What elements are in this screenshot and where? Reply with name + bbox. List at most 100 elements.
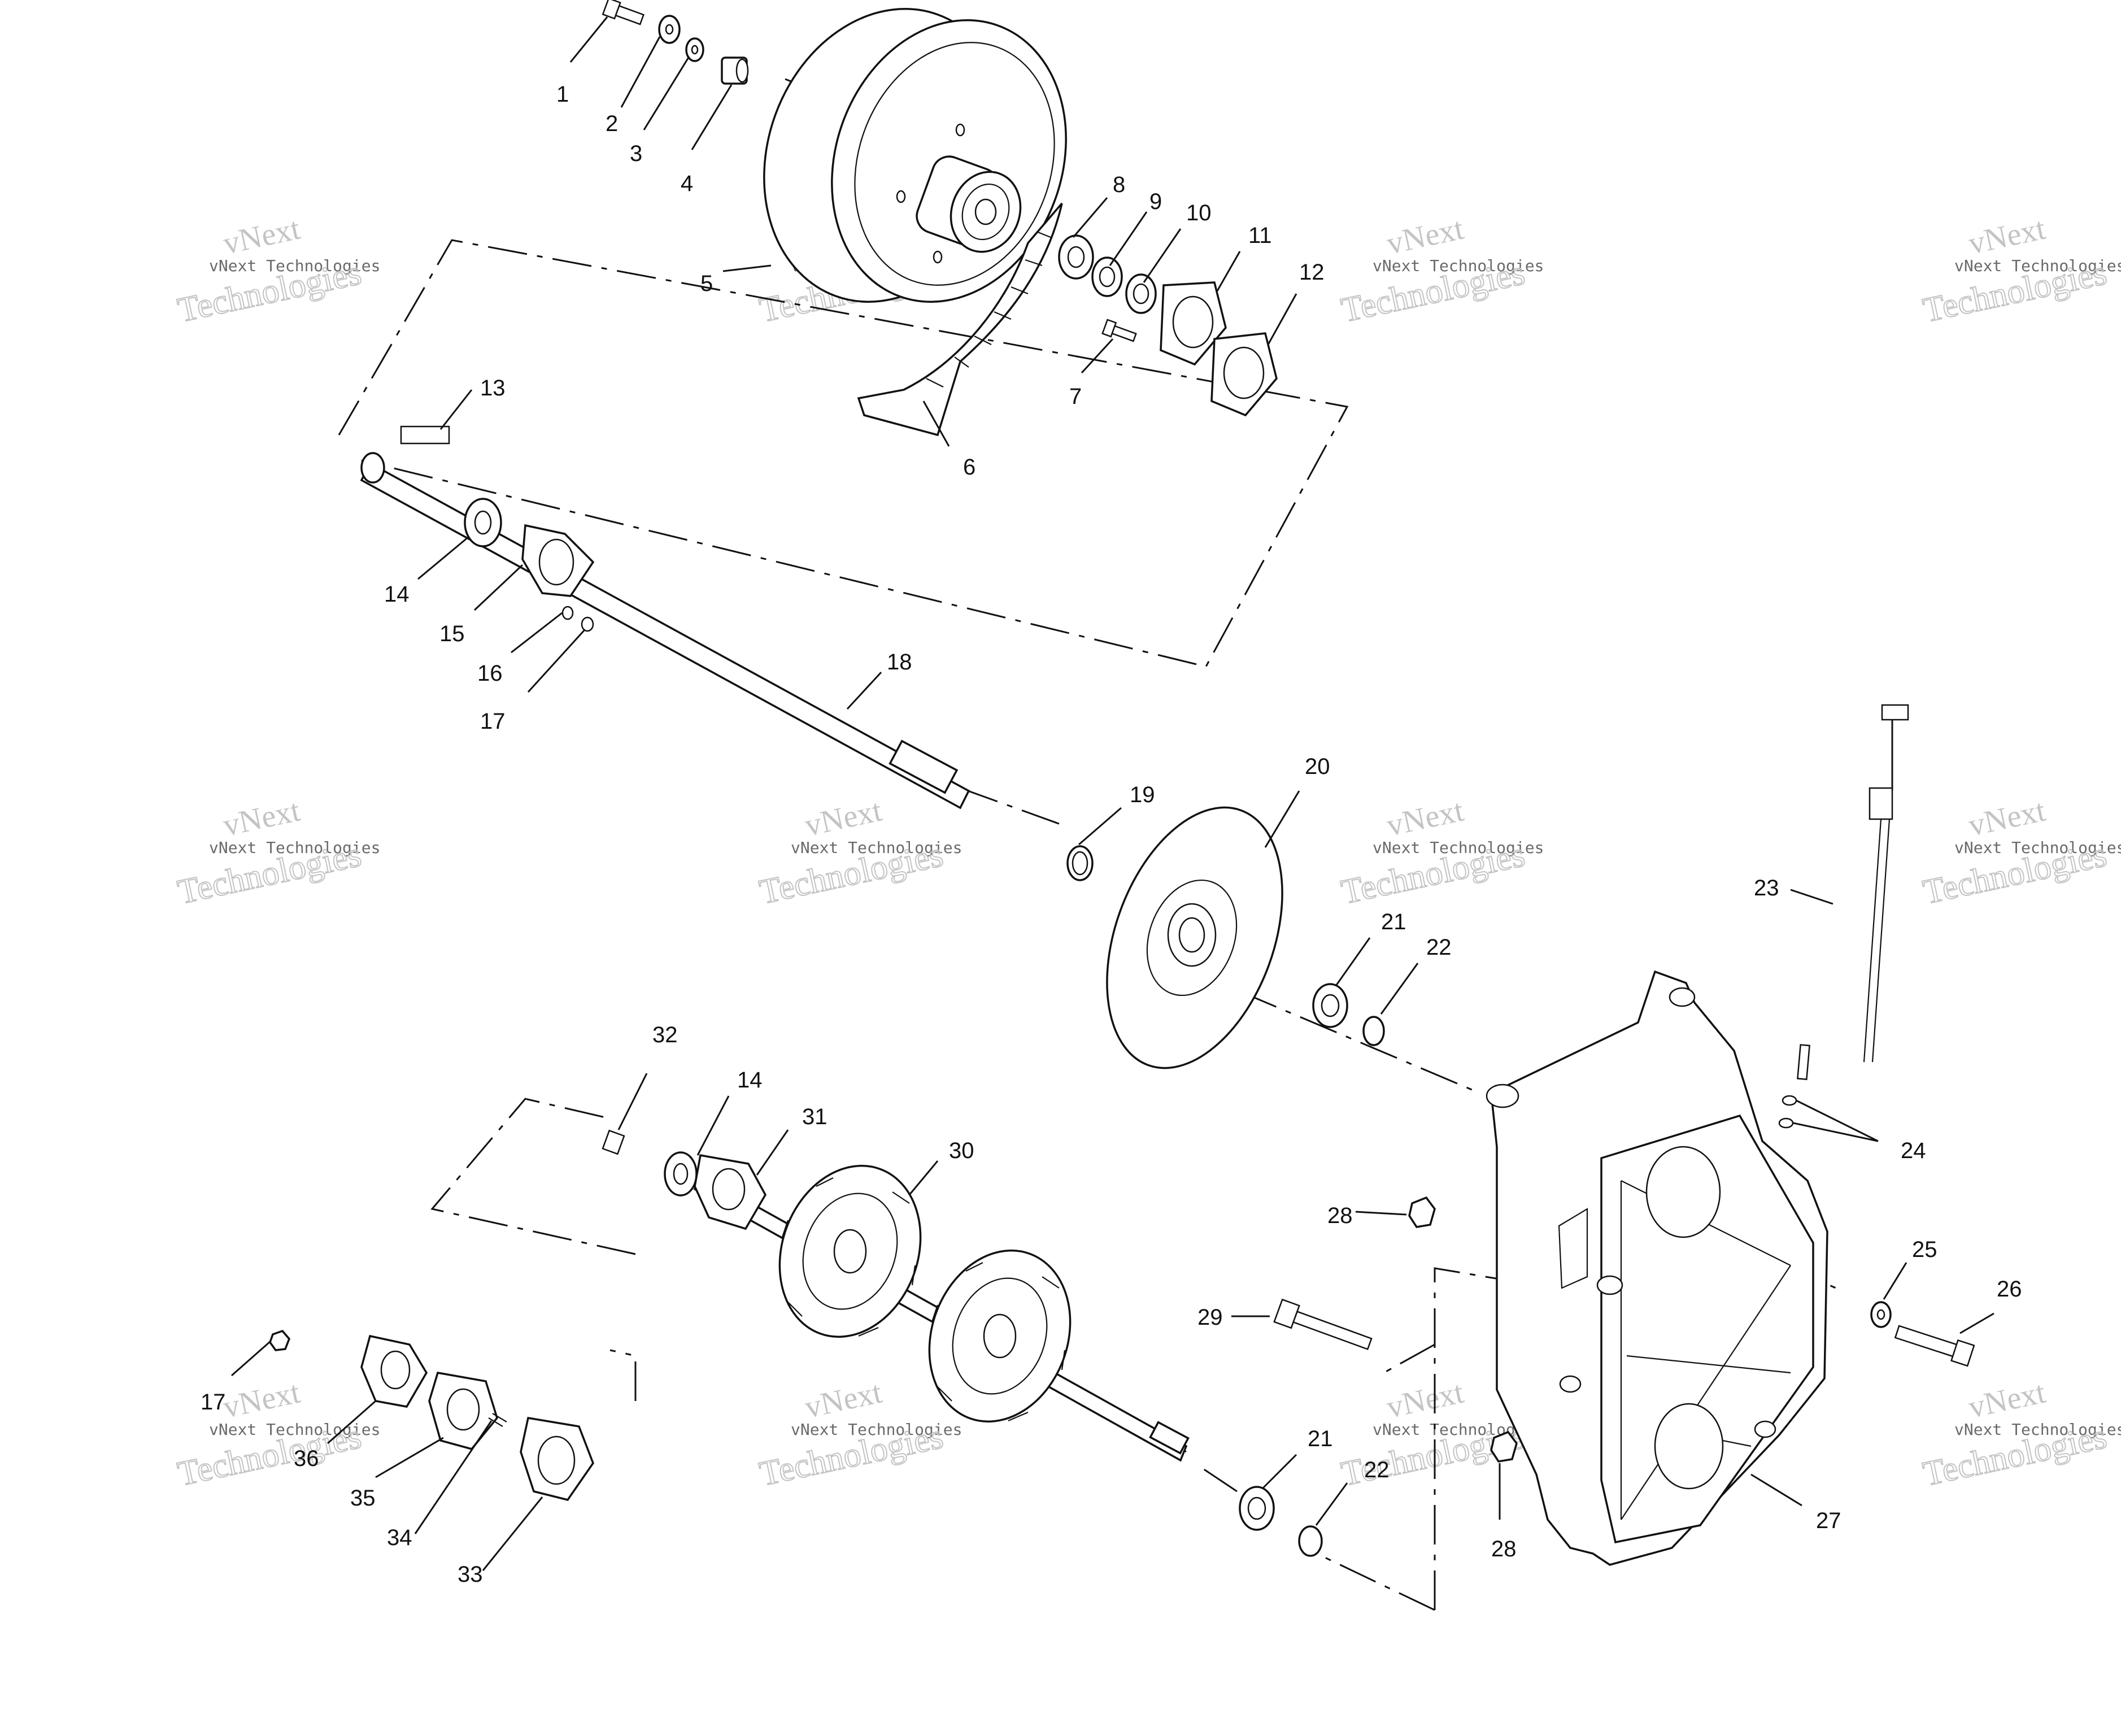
part-28-nut-lower <box>1490 1430 1518 1463</box>
housing-axis-line <box>1239 990 1480 1094</box>
callout-4: 4 <box>681 171 693 196</box>
seal-bore <box>1321 994 1340 1017</box>
watermark-text: vNext Technologies <box>209 256 380 275</box>
housing-bolt-hole <box>1559 1375 1582 1393</box>
sprocket-teeth <box>931 1262 1066 1422</box>
spacer-bore <box>735 58 749 83</box>
callout-21: 21 <box>1381 910 1406 934</box>
washer-bore <box>1099 266 1116 288</box>
watermark-text: vNext <box>1966 211 2049 262</box>
part-5-drum <box>763 8 1067 303</box>
watermark-text: vNext <box>802 1375 885 1425</box>
part-24-orings <box>1778 1095 1797 1129</box>
track-driveshaft-assembly <box>602 1129 1190 1462</box>
part-27-chaincase <box>1486 970 1828 1566</box>
assembly-frames <box>338 78 1836 1611</box>
leader-line <box>908 1160 939 1195</box>
oring <box>1778 1117 1794 1129</box>
part-30-sprocket-right <box>928 1249 1072 1423</box>
lower-assembly-frame-left <box>430 1098 636 1255</box>
watermark-text: vNext Technologies <box>1373 838 1544 857</box>
part-30-sprocket-left <box>778 1164 922 1338</box>
bolt-shank <box>615 5 644 25</box>
housing-mount-hole <box>1486 1084 1519 1108</box>
callout-18: 18 <box>887 650 912 675</box>
callout-1: 1 <box>556 82 569 107</box>
callout-11: 11 <box>1248 223 1272 248</box>
part-32-nut <box>602 1129 625 1155</box>
watermark: vNext vNext Technologies Technologies <box>174 793 381 912</box>
callout-35: 35 <box>350 1486 376 1511</box>
watermark: vNext vNext Technologies Technologies <box>756 793 962 912</box>
leader-line <box>439 389 473 430</box>
leader-line <box>617 1073 648 1130</box>
callout-14: 14 <box>384 582 410 607</box>
oring <box>1782 1095 1797 1106</box>
shaft-axis-line <box>960 787 1062 826</box>
watermark: vNext vNext Technologies Technologies <box>1338 211 1544 330</box>
callout-21-lower: 21 <box>1308 1426 1333 1451</box>
watermark: vNext vNext Technologies Technologies <box>174 211 381 330</box>
leader-line <box>1216 251 1241 291</box>
watermark-text: vNext <box>220 211 303 262</box>
sprocket-inner <box>802 1193 898 1310</box>
drum-rivet <box>955 123 965 137</box>
part-23-dipstick <box>1797 704 1909 1080</box>
drum-rivet <box>896 190 906 203</box>
leader-line <box>846 671 882 710</box>
housing-bracket-frame <box>1434 1267 1503 1610</box>
callout-22: 22 <box>1426 935 1452 960</box>
callout-15: 15 <box>439 621 465 646</box>
callout-17-lower: 17 <box>201 1390 226 1415</box>
part-29-bolt <box>1273 1298 1373 1350</box>
part-34-spring <box>488 1413 507 1427</box>
bearing-flange-stack <box>1058 234 1278 417</box>
part-17-nut-lower <box>269 1329 291 1351</box>
callout-20: 20 <box>1305 754 1330 779</box>
lower-seal-axis-line <box>1203 1468 1238 1493</box>
part-26-bolt <box>1894 1325 1975 1367</box>
callout-31: 31 <box>802 1104 828 1129</box>
callout-28-upper: 28 <box>1327 1203 1353 1228</box>
hub-spline-ring <box>961 183 1010 241</box>
callout-30: 30 <box>949 1138 974 1163</box>
watermark-text: vNext <box>1384 793 1467 843</box>
leader-line <box>922 401 950 447</box>
watermark-text: vNext Technologies <box>791 838 962 857</box>
bearing-bore <box>673 1163 689 1185</box>
lower-assembly-frame-right <box>609 1349 637 1401</box>
callout-14-lower: 14 <box>737 1068 763 1093</box>
callout-36: 36 <box>294 1446 319 1471</box>
sprocket-hub <box>983 1313 1017 1359</box>
belt-body <box>857 202 1063 437</box>
watermark-text: vNext <box>1966 1375 2049 1425</box>
callout-12: 12 <box>1299 260 1325 285</box>
flange-bore <box>537 1435 576 1485</box>
leader-line <box>1750 1473 1802 1507</box>
sprocket-inner <box>952 1277 1048 1395</box>
housing-bolt-hole <box>1596 1275 1623 1295</box>
watermark: vNext vNext Technologies Technologies <box>1919 1375 2121 1494</box>
watermark-text: vNext Technologies <box>1373 256 1544 275</box>
washer-hole <box>1876 1309 1885 1320</box>
callout-19: 19 <box>1130 782 1155 807</box>
cover-bottom-boss <box>1654 1403 1724 1490</box>
callout-27: 27 <box>1816 1508 1841 1533</box>
bearing-bore <box>474 510 492 535</box>
bolt-axis-line <box>1383 1343 1435 1374</box>
leader-line <box>473 564 524 611</box>
callout-24: 24 <box>1901 1138 1926 1163</box>
leader-line <box>1078 807 1122 846</box>
watermark-text: vNext <box>1966 793 2049 843</box>
callout-3: 3 <box>630 141 642 166</box>
leader-line <box>1143 228 1182 283</box>
bolt-head <box>1950 1339 1975 1367</box>
callout-10: 10 <box>1186 201 1212 225</box>
washer-hole <box>691 45 699 55</box>
leader-line <box>1959 1312 1994 1334</box>
part-1-bolt <box>602 0 644 25</box>
leader-line <box>1081 338 1114 374</box>
part-22-oring-upper <box>1362 1016 1385 1046</box>
callout-2: 2 <box>606 111 618 136</box>
